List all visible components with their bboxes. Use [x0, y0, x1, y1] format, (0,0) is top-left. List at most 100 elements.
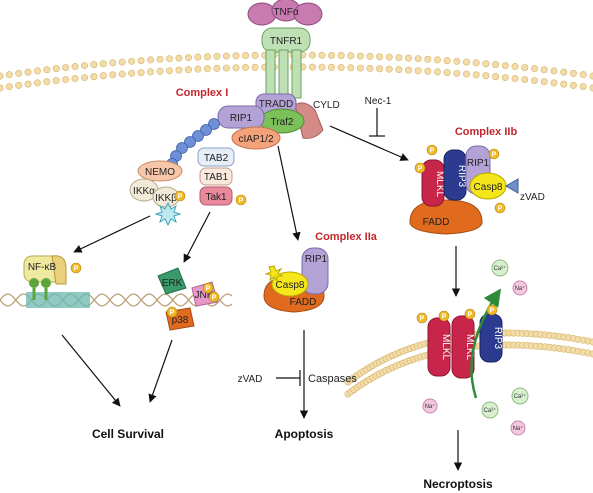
top-membrane-lipid-head	[90, 73, 98, 81]
top-membrane-lipid-head	[203, 65, 211, 73]
top-membrane-lipid-head	[194, 65, 202, 73]
phospho-label: P	[418, 166, 423, 173]
phospho-badge	[174, 190, 186, 202]
top-membrane-lipid-head	[232, 52, 240, 60]
top-membrane-lipid-head	[482, 60, 490, 68]
top-membrane-lipid-head	[147, 68, 155, 76]
top-membrane-lipid-head	[128, 69, 136, 77]
top-membrane-lipid-head	[71, 75, 79, 83]
tradd-label: TRADD	[259, 99, 293, 110]
rip1-shape	[217, 105, 265, 129]
pathway-arrows	[61, 108, 463, 471]
phospho-badge	[494, 202, 506, 214]
tak1-shape	[199, 186, 233, 206]
top-membrane-lipid-head	[414, 67, 422, 75]
cyld-shape	[294, 102, 324, 139]
ca-ion-1	[491, 259, 509, 277]
top-membrane-lipid-head	[560, 80, 568, 88]
top-membrane-lipid-head	[308, 63, 316, 71]
top-membrane-lipid-head	[328, 63, 336, 71]
top-membrane-lipid-head	[80, 74, 88, 82]
phospho-badge	[488, 148, 500, 160]
phospho-label: P	[206, 286, 211, 293]
top-membrane-lipid-head	[492, 73, 500, 81]
top-membrane-lipid-head	[137, 69, 145, 77]
top-membrane-lipid-head	[109, 71, 117, 79]
top-membrane-lipid-head	[356, 64, 364, 72]
top-membrane-lipid-head	[24, 68, 32, 76]
top-membrane-lipid-head	[99, 72, 107, 80]
p38-label: p38	[172, 315, 189, 326]
top-membrane-lipid-head	[540, 66, 548, 74]
phospho-badge	[414, 162, 426, 174]
phospho-badge	[202, 282, 214, 294]
top-membrane-lipid-head	[501, 62, 509, 70]
tab2-shape	[197, 147, 235, 167]
phospho-badge	[426, 144, 438, 156]
ikk-complex: NEMO IKKα IKKβ	[129, 160, 183, 227]
top-membrane-lipid-head	[33, 67, 41, 75]
top-membrane-lipid-head	[194, 53, 202, 61]
tnfa-label: TNFα	[273, 7, 298, 18]
rip3-iib-label: RIP3	[456, 165, 467, 188]
top-membrane-lipid-head	[147, 56, 155, 64]
top-membrane-lipid-head	[213, 64, 221, 72]
phospho-badge	[235, 194, 247, 206]
phospho-label: P	[492, 152, 497, 159]
phospho-label: P	[498, 206, 503, 213]
top-membrane-lipid-head	[128, 57, 136, 65]
arrow-complexi-to-iia	[277, 145, 301, 241]
outcome-apoptosis: Apoptosis	[275, 427, 334, 441]
top-membrane-lipid-head	[337, 64, 345, 72]
top-membrane-lipid-head	[550, 79, 558, 87]
rip1-iia-label: RIP1	[305, 254, 328, 265]
top-membrane-lipid-head	[521, 76, 529, 84]
tak1-label: Tak1	[205, 192, 227, 203]
top-membrane-lipid-head	[62, 76, 70, 84]
nemo-label: NEMO	[145, 167, 175, 178]
complex-i: CYLD TRADD Traf2 RIP1 cIAP1/2	[217, 93, 340, 150]
nfkb-label: NF-κB	[28, 262, 57, 273]
top-membrane-lipid-head	[52, 77, 60, 85]
ion-flux-arrow	[470, 288, 502, 399]
na-ion-1-label: Na⁺	[515, 285, 526, 292]
phospho-badge	[70, 262, 82, 274]
complex-i-title: Complex I	[176, 87, 229, 99]
top-membrane-lipid-head	[33, 79, 41, 87]
top-membrane-lipid-head	[501, 74, 509, 82]
top-membrane-lipid-head	[175, 54, 183, 62]
erk-label: ERK	[162, 278, 183, 289]
top-membrane-lipid-head	[184, 54, 192, 62]
rip1-iia-shape	[301, 247, 329, 295]
top-membrane-lipid-head	[43, 66, 51, 74]
top-membrane-lipid-head	[0, 72, 4, 80]
top-membrane-lipid-head	[156, 67, 164, 75]
tab1-shape	[199, 167, 233, 186]
tab1-label: TAB1	[204, 172, 229, 183]
top-membrane-lipid-head	[328, 51, 336, 59]
necroptosis-pore: MLKL MLKL RIP3	[427, 288, 503, 399]
ciap-label: cIAP1/2	[238, 134, 273, 145]
ca-ion-3	[511, 387, 529, 405]
top-membrane-lipid-head	[15, 81, 23, 89]
ciap-shape	[231, 126, 281, 150]
mlkl-pore-2-label: MLKL	[464, 334, 475, 361]
top-membrane-lipid-head	[62, 64, 70, 72]
top-membrane-lipid-head	[395, 54, 403, 62]
ubiquitin-chain	[166, 118, 220, 170]
caspases-label: Caspases	[308, 373, 357, 385]
ubiquitin-bead	[184, 136, 196, 148]
top-membrane-lipid-head	[118, 70, 126, 78]
top-membrane-lipid-head	[579, 83, 587, 91]
top-membrane-lipid-head	[242, 52, 250, 60]
top-membrane-lipid-head	[579, 71, 587, 79]
arrow-mapk-to-survival	[148, 339, 173, 403]
tnfr1-receptor: TNFR1	[261, 27, 311, 99]
ikka-label: IKKα	[133, 186, 155, 197]
top-membrane-lipid-head	[5, 71, 13, 79]
phospho-label: P	[170, 310, 175, 317]
phospho-label: P	[490, 308, 495, 315]
phospho-badge	[208, 291, 220, 303]
ca-ion-3-label: Ca²⁺	[514, 393, 527, 400]
tak1-complex: TAB2 TAB1 Tak1	[197, 147, 235, 206]
